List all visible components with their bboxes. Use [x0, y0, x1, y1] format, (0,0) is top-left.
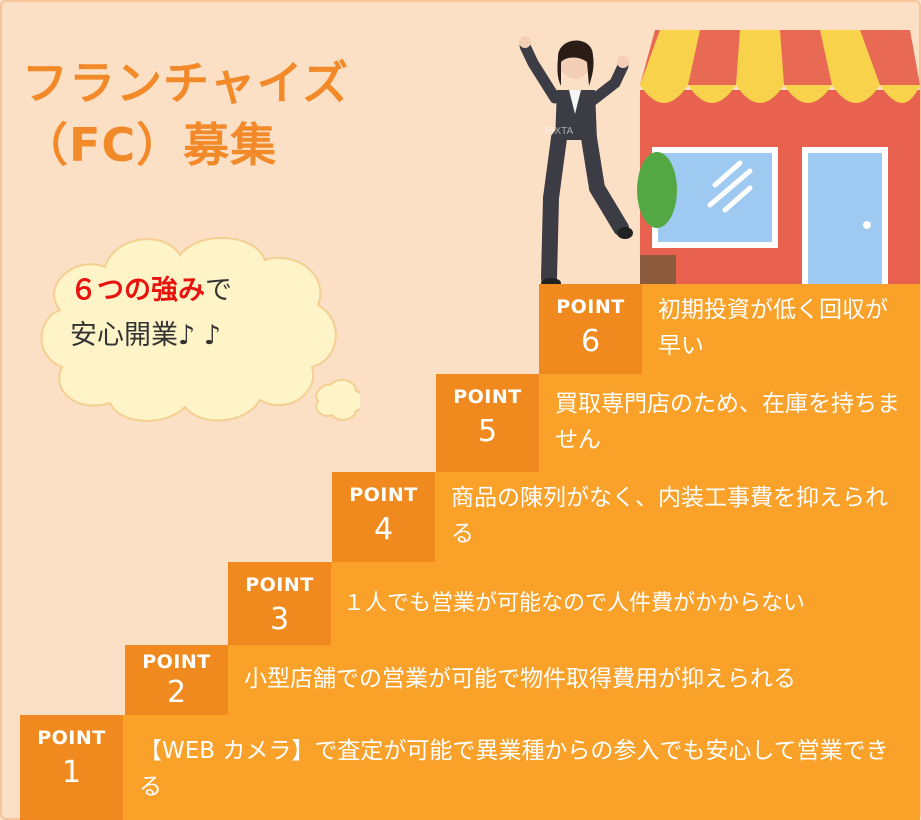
point-description: 【WEB カメラ】で査定が可能で異業種からの参入でも安心して営業できる	[123, 715, 920, 820]
point-label: POINT	[37, 727, 106, 749]
strengths-highlight: ６つの強み	[70, 275, 205, 306]
point-description: 初期投資が低く回収が早い	[642, 284, 920, 374]
point-step-3: POINT 3 １人でも営業が可能なので人件費がかからない	[228, 562, 920, 645]
point-step-4: POINT 4 商品の陳列がなく、内装工事費を抑えられる	[332, 472, 920, 562]
thought-cloud	[40, 236, 360, 422]
cloud-line-2: 安心開業♪ ♪	[70, 320, 222, 351]
point-number: 6	[580, 324, 601, 359]
title-line-2: （FC）募集	[22, 118, 278, 172]
point-badge: POINT 4	[332, 472, 435, 562]
page-title: フランチャイズ （FC）募集	[22, 52, 349, 176]
point-description: １人でも営業が可能なので人件費がかからない	[331, 562, 920, 645]
point-step-5: POINT 5 買取専門店のため、在庫を持ちません	[436, 374, 920, 472]
point-badge: POINT 1	[20, 715, 123, 820]
point-number: 3	[269, 602, 290, 637]
point-number: 2	[166, 675, 187, 710]
point-label: POINT	[245, 574, 314, 596]
point-badge: POINT 2	[125, 645, 228, 715]
businesswoman-illustration: PIXTA	[519, 36, 633, 288]
point-number: 4	[373, 512, 394, 547]
point-number: 1	[61, 755, 82, 790]
point-label: POINT	[349, 484, 418, 506]
point-badge: POINT 3	[228, 562, 331, 645]
cloud-line-1-rest: で	[205, 275, 232, 306]
point-label: POINT	[556, 296, 625, 318]
point-step-2: POINT 2 小型店舗での営業が可能で物件取得費用が抑えられる	[125, 645, 920, 715]
point-description: 小型店舗での営業が可能で物件取得費用が抑えられる	[228, 645, 920, 715]
shop-illustration	[637, 30, 920, 300]
point-label: POINT	[142, 651, 211, 673]
point-step-6: POINT 6 初期投資が低く回収が早い	[539, 284, 920, 374]
cloud-message: ６つの強みで 安心開業♪ ♪	[70, 268, 330, 358]
point-description: 商品の陳列がなく、内装工事費を抑えられる	[435, 472, 920, 562]
point-step-1: POINT 1 【WEB カメラ】で査定が可能で異業種からの参入でも安心して営業…	[20, 715, 920, 820]
point-description: 買取専門店のため、在庫を持ちません	[539, 374, 920, 472]
point-number: 5	[477, 414, 498, 449]
point-label: POINT	[453, 386, 522, 408]
point-badge: POINT 6	[539, 284, 642, 374]
title-line-1: フランチャイズ	[22, 56, 350, 110]
point-badge: POINT 5	[436, 374, 539, 472]
watermark-text: PIXTA	[545, 126, 573, 137]
